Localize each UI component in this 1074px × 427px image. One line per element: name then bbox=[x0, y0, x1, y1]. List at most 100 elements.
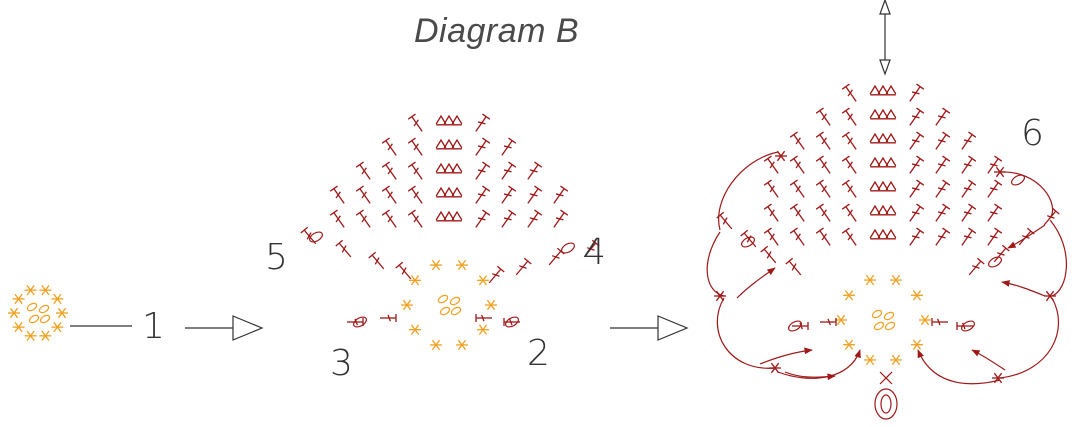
stitch-symbol bbox=[987, 203, 1003, 222]
stitch-symbol bbox=[501, 137, 517, 156]
stitch-symbol bbox=[381, 161, 397, 180]
stitch-symbol bbox=[1044, 290, 1056, 302]
arrow-icon bbox=[610, 315, 689, 341]
shell-stitch bbox=[435, 186, 463, 198]
stitch-symbol bbox=[407, 185, 423, 204]
foundation-ring bbox=[8, 284, 68, 342]
shell-stitch bbox=[869, 180, 897, 192]
stitch-symbol bbox=[409, 275, 422, 286]
stitch-symbol bbox=[919, 314, 931, 326]
stitch-symbol bbox=[8, 307, 20, 319]
stitch-symbol bbox=[553, 185, 569, 204]
chain-stitch bbox=[884, 321, 896, 331]
chain-stitch bbox=[961, 320, 975, 332]
stitch-symbol bbox=[329, 209, 345, 228]
stitch-symbol bbox=[841, 155, 857, 174]
stitch-symbol bbox=[987, 155, 1003, 174]
stitch-symbol bbox=[841, 179, 857, 198]
stitch-symbol bbox=[935, 179, 951, 198]
stitch-symbol bbox=[841, 131, 857, 150]
step-label-2: 2 bbox=[527, 333, 550, 374]
shell-stitch bbox=[435, 114, 463, 126]
shell-stitch bbox=[869, 108, 897, 120]
stitch-symbol bbox=[335, 239, 352, 258]
stitch-symbol bbox=[380, 314, 397, 322]
stitch-symbol bbox=[475, 185, 491, 204]
stitch-symbol bbox=[12, 293, 25, 305]
stitch-symbol bbox=[763, 155, 779, 174]
chain-stitch bbox=[788, 320, 802, 332]
stitch-symbol bbox=[760, 245, 777, 264]
stitch-symbol bbox=[789, 131, 805, 150]
shell-stitch bbox=[869, 204, 897, 216]
stitch-symbol bbox=[785, 257, 802, 276]
stitch-symbol bbox=[455, 259, 468, 271]
stitch-symbol bbox=[835, 314, 847, 326]
stitch-symbol bbox=[395, 261, 412, 280]
stitch-symbol bbox=[935, 107, 951, 126]
stitch-symbol bbox=[24, 284, 37, 296]
stitch-symbol bbox=[407, 113, 423, 132]
stitch-symbol bbox=[935, 131, 951, 150]
stitch-symbol bbox=[51, 293, 64, 305]
stitch-symbol bbox=[381, 209, 397, 228]
stitch-symbol bbox=[961, 131, 977, 150]
shell-stitch bbox=[435, 138, 463, 150]
shell-stitch bbox=[869, 132, 897, 144]
stitch-symbol bbox=[407, 137, 423, 156]
stitch-symbol bbox=[329, 185, 345, 204]
stitch-symbol bbox=[987, 227, 1003, 246]
diagram-title: Diagram B bbox=[414, 12, 580, 50]
step-label-4: 4 bbox=[583, 232, 606, 273]
stitch-symbol bbox=[476, 324, 489, 335]
chain-stitch bbox=[873, 321, 885, 331]
step-label-6: 6 bbox=[1021, 113, 1044, 154]
stitch-symbol bbox=[993, 244, 1010, 263]
shell-stitch bbox=[869, 156, 897, 168]
stitch-symbol bbox=[51, 321, 64, 333]
chain-stitch bbox=[883, 311, 895, 321]
stitch-symbol bbox=[475, 161, 491, 180]
stitch-symbol bbox=[909, 203, 925, 222]
stitch-symbol bbox=[909, 155, 925, 174]
stitch-symbol bbox=[407, 209, 423, 228]
stitch-symbol bbox=[820, 318, 837, 326]
chain-stitch bbox=[871, 309, 883, 319]
stitch-symbol bbox=[527, 209, 543, 228]
stitch-symbol bbox=[961, 179, 977, 198]
stitch-symbol bbox=[841, 227, 857, 246]
chain-stitch bbox=[439, 306, 451, 316]
leaf-stage-two bbox=[300, 113, 600, 351]
stitch-symbol bbox=[430, 259, 443, 271]
stitch-symbol bbox=[961, 203, 977, 222]
stitch-symbol bbox=[355, 161, 371, 180]
chain-stitch bbox=[38, 304, 50, 314]
stitch-symbol bbox=[407, 161, 423, 180]
shell-stitch bbox=[869, 228, 897, 240]
stitch-symbol bbox=[889, 274, 902, 286]
stitch-symbol bbox=[909, 227, 925, 246]
stitch-symbol bbox=[864, 274, 877, 286]
stitch-symbol bbox=[583, 239, 600, 258]
shell-stitch bbox=[435, 162, 463, 174]
stitch-symbol bbox=[815, 131, 831, 150]
stitch-symbol bbox=[843, 339, 856, 350]
step-label-3: 3 bbox=[330, 343, 353, 384]
double-arrow-icon bbox=[879, 0, 891, 76]
chain-stitch bbox=[988, 256, 1002, 268]
leaf-stage-three bbox=[706, 83, 1067, 420]
stitch-symbol bbox=[475, 113, 491, 132]
stitch-symbol bbox=[553, 209, 569, 228]
stitch-symbol bbox=[39, 284, 52, 296]
stitch-symbol bbox=[24, 330, 37, 342]
stitch-symbol bbox=[789, 203, 805, 222]
stitch-symbol bbox=[501, 161, 517, 180]
hanging-loop bbox=[874, 371, 898, 420]
stitch-symbol bbox=[789, 155, 805, 174]
chain-stitch bbox=[561, 242, 575, 254]
stitch-symbol bbox=[987, 179, 1003, 198]
stitch-symbol bbox=[716, 211, 733, 230]
stitch-symbol bbox=[355, 185, 371, 204]
stitch-symbol bbox=[841, 107, 857, 126]
